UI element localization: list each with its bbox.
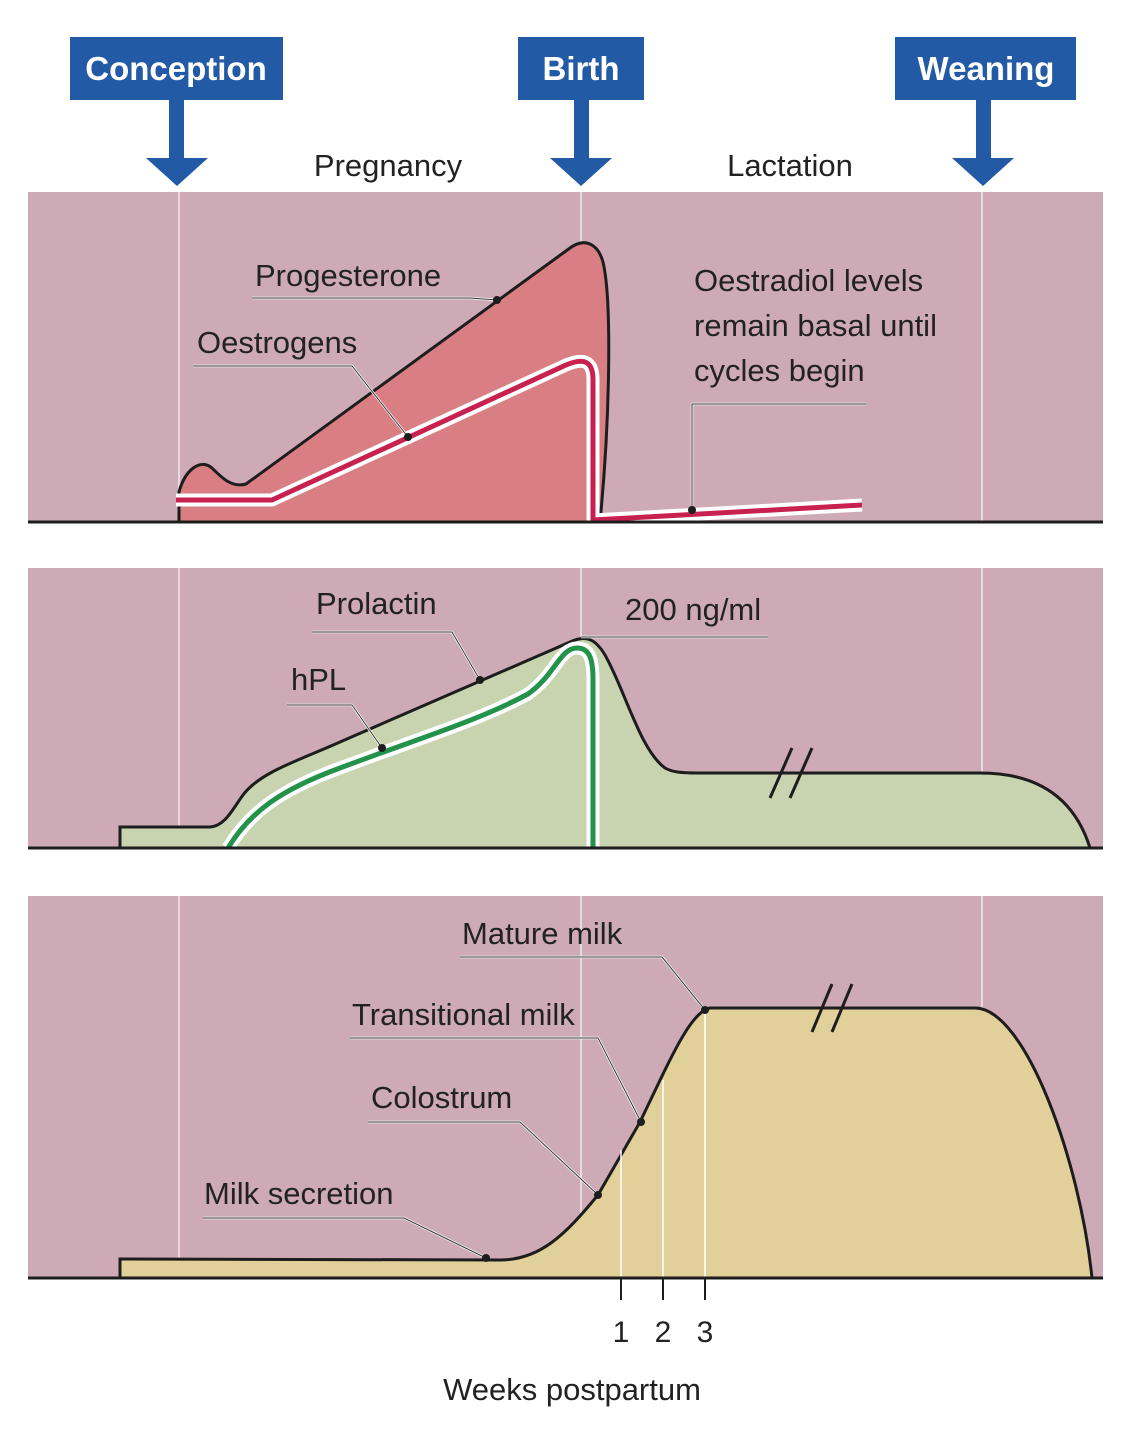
- event-conception: Conception: [70, 37, 283, 186]
- event-label-weaning: Weaning: [918, 50, 1055, 87]
- tick-label-week-3: 3: [697, 1316, 714, 1349]
- panel-prolactin: Prolactin hPL 200 ng/ml: [28, 568, 1103, 852]
- panel-milk: Mature milk Transitional milk Colostrum …: [28, 896, 1103, 1280]
- panel-steroids: Progesterone Oestrogens Oestradiol level…: [28, 192, 1103, 527]
- label-oestradiol-line3: cycles begin: [694, 353, 865, 388]
- oestrogen-curve: [176, 358, 863, 523]
- weeks-axis: 1 2 3 Weeks postpartum: [443, 1278, 713, 1407]
- label-prolactin: Prolactin: [316, 586, 437, 621]
- event-birth: Birth: [518, 37, 644, 186]
- label-colostrum: Colostrum: [371, 1080, 512, 1115]
- event-box-conception: [70, 37, 283, 100]
- arrow-down-icon: [146, 100, 208, 186]
- tick-label-week-1: 1: [613, 1316, 630, 1349]
- label-mature-milk: Mature milk: [462, 916, 623, 951]
- arrow-down-icon: [952, 100, 1014, 186]
- progesterone-curve: [177, 241, 611, 524]
- label-oestradiol-line1: Oestradiol levels: [694, 263, 923, 298]
- arrow-down-icon: [550, 100, 612, 186]
- phase-label-lactation: Lactation: [727, 148, 853, 183]
- label-milk-secretion: Milk secretion: [204, 1176, 394, 1211]
- prolactin-curve: [118, 637, 1093, 850]
- event-box-birth: [518, 37, 644, 100]
- tick-label-week-2: 2: [655, 1316, 672, 1349]
- hpl-curve: [225, 645, 596, 850]
- label-hpl: hPL: [291, 662, 346, 697]
- event-box-weaning: [895, 37, 1076, 100]
- event-weaning: Weaning: [895, 37, 1076, 186]
- milk-curve: [118, 1006, 1094, 1280]
- event-label-birth: Birth: [543, 50, 620, 87]
- axis-title: Weeks postpartum: [443, 1372, 701, 1407]
- label-oestradiol-line2: remain basal until: [694, 308, 937, 343]
- label-oestrogens: Oestrogens: [197, 325, 357, 360]
- label-prolactin-peak: 200 ng/ml: [625, 592, 761, 627]
- event-label-conception: Conception: [85, 50, 266, 87]
- label-progesterone: Progesterone: [255, 258, 441, 293]
- phase-label-pregnancy: Pregnancy: [314, 148, 463, 183]
- label-transitional-milk: Transitional milk: [352, 997, 575, 1032]
